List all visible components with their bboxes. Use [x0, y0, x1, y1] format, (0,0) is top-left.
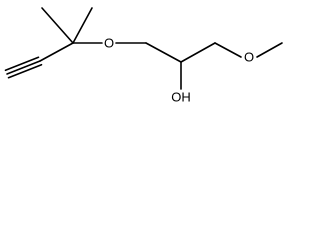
- atom-label-o-methoxy: O: [244, 50, 254, 65]
- atom-o-ether: O: [104, 36, 114, 51]
- bond-methyl-left: [41, 7, 74, 44]
- bond-alkyne-to-quaternary: [39, 42, 74, 62]
- triple-bond: [4, 56, 43, 79]
- atom-label-o-ether: O: [104, 36, 114, 51]
- bond-methoxy-o-to-methyl: [256, 42, 283, 58]
- bond-ch2-to-choh: [145, 42, 182, 63]
- bond-methyl-right: [72, 7, 93, 44]
- atom-o-methoxy: O: [244, 50, 254, 65]
- bond-choh-to-ch2: [180, 42, 216, 63]
- bond-ch2-to-methoxy-o: [214, 42, 242, 58]
- structure-canvas: O OH O: [0, 0, 286, 106]
- molecule-diagram: O OH O: [4, 7, 283, 105]
- atom-hydroxyl: OH: [171, 90, 191, 105]
- atom-label-hydroxyl: OH: [171, 90, 191, 105]
